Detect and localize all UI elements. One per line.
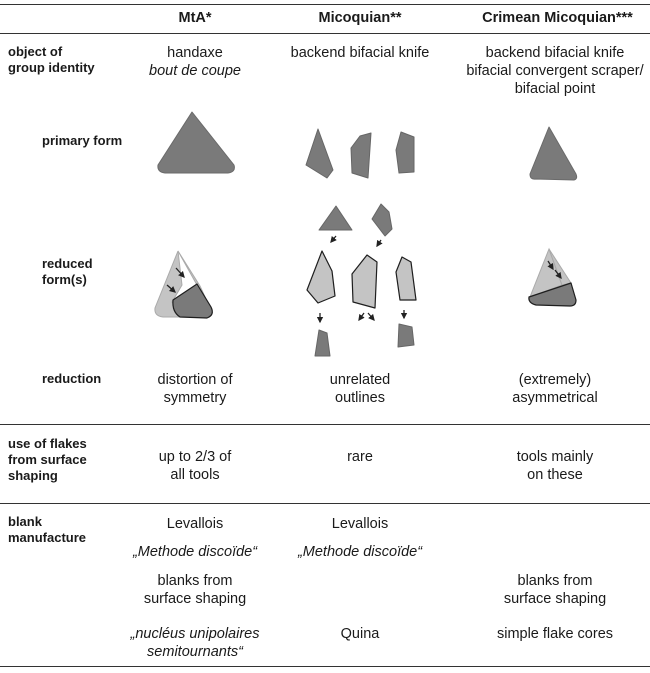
crimean-blank-flake-cores: simple flake cores <box>496 626 614 642</box>
micoquian-primary-shape-3 <box>395 131 415 174</box>
micoquian-primary-shape-2 <box>350 132 372 179</box>
section-rule-2 <box>0 503 650 504</box>
mta-blank-surface-shaping: blanks from surface shaping <box>143 573 247 607</box>
micoquian-flakes-cell: rare <box>347 449 373 465</box>
header-rule <box>0 33 650 34</box>
label-object-group-identity: object of group identity <box>8 44 95 75</box>
crimean-object-cell: backend bifacial knife bifacial converge… <box>466 45 644 97</box>
mta-blank-levallois: Levallois <box>166 516 224 532</box>
mta-primary-handaxe-shape <box>157 111 235 174</box>
micoquian-reduced-forms <box>306 203 417 357</box>
crimean-flakes-cell: tools mainly on these <box>516 449 594 483</box>
label-use-of-flakes: use of flakes from surface shaping <box>8 436 87 483</box>
mta-reduced-form <box>154 250 213 319</box>
header-crimean-micoquian: Crimean Micoquian*** <box>482 10 633 26</box>
top-rule <box>0 4 650 5</box>
micoquian-reduction-cell: unrelated outlines <box>329 372 391 406</box>
micoquian-object-cell: backend bifacial knife <box>290 45 430 61</box>
label-reduced-forms: reduced form(s) <box>42 256 93 287</box>
crimean-reduced-form <box>528 247 577 307</box>
micoquian-blank-levallois: Levallois <box>331 516 389 532</box>
crimean-blank-surface-shaping: blanks from surface shaping <box>503 573 607 607</box>
mta-flakes-cell: up to 2/3 of all tools <box>158 449 232 483</box>
crimean-reduction-cell: (extremely) asymmetrical <box>512 372 598 406</box>
mta-reduction-cell: distortion of symmetry <box>157 372 233 406</box>
crimean-primary-shape <box>529 126 578 181</box>
section-rule-1 <box>0 424 650 425</box>
header-mta: MtA* <box>178 10 212 26</box>
mta-object-cell: handaxe bout de coupe <box>149 45 241 79</box>
label-reduction: reduction <box>42 371 102 386</box>
micoquian-blank-quina: Quina <box>340 626 380 642</box>
header-micoquian: Micoquian** <box>318 10 402 26</box>
mta-blank-discoide: „Methode discoïde“ <box>132 544 258 560</box>
mta-blank-nucleus: „nucléus unipolaires semitournants“ <box>130 626 260 660</box>
micoquian-blank-discoide: „Methode discoïde“ <box>297 544 423 560</box>
micoquian-primary-shape-1 <box>305 128 334 179</box>
bottom-rule <box>0 666 650 667</box>
label-blank-manufacture: blank manufacture <box>8 514 87 545</box>
label-primary-form: primary form <box>42 133 123 148</box>
